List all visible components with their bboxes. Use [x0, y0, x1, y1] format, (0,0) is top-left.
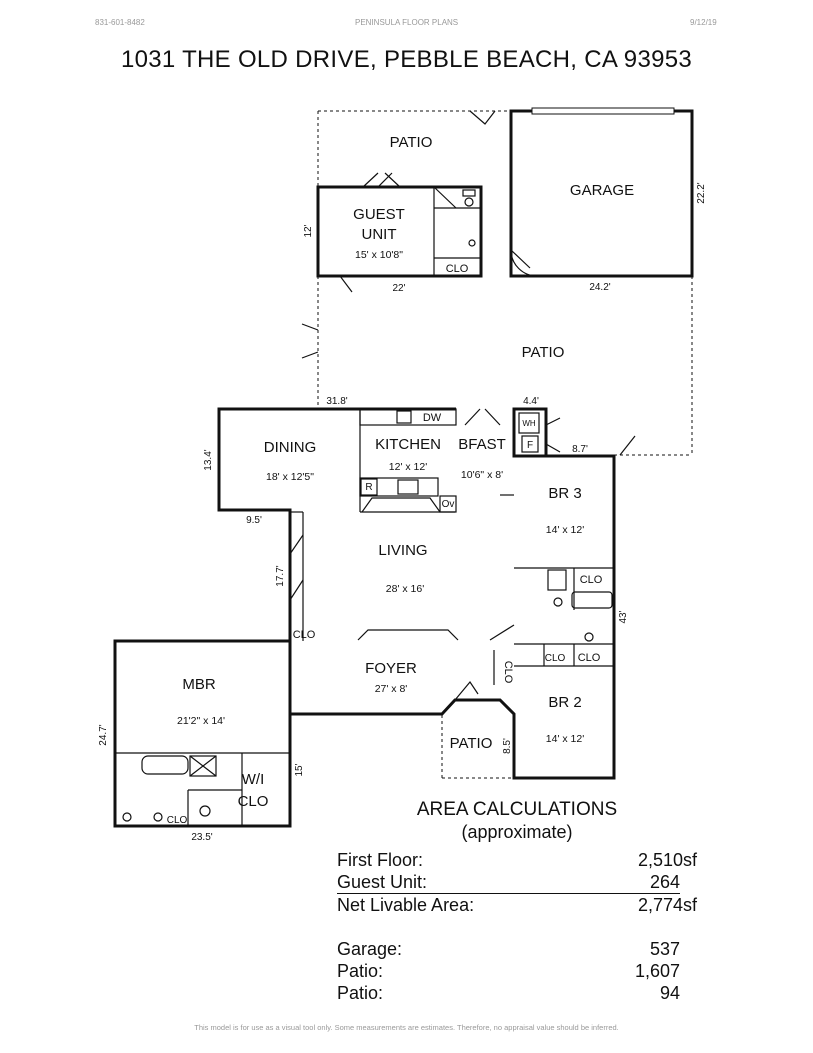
room-patio-small: PATIO: [450, 735, 493, 752]
area-value: 537: [649, 939, 680, 959]
measure-guest-height: 12': [303, 224, 314, 237]
furnace-label: F: [527, 440, 533, 451]
measure-mbr-side: 24.7': [98, 724, 109, 745]
disclaimer-footer: This model is for use as a visual tool o…: [194, 1023, 619, 1032]
measure-wi-side: 15': [294, 763, 305, 776]
measure-garage-height: 22.2': [696, 182, 707, 203]
area-label: Guest Unit:: [337, 872, 428, 892]
house-walls: [113, 323, 636, 828]
measure-dining-height: 13.4': [203, 449, 214, 470]
measure-br-side: 43': [618, 610, 629, 623]
area-label: Net Livable Area:: [337, 895, 475, 915]
measure-living-side: 17.7': [275, 565, 286, 586]
room-guest-line2: UNIT: [362, 226, 397, 243]
area-label: First Floor:: [337, 850, 424, 870]
room-garage: GARAGE: [570, 182, 634, 199]
area-row-garage: Garage: 537: [337, 938, 680, 960]
guest-closet-label: CLO: [446, 263, 469, 275]
area-title: AREA CALCULATIONS: [416, 799, 618, 820]
room-foyer: FOYER: [365, 660, 417, 677]
header-phone: 831-601-8482: [95, 18, 145, 27]
br3-closet-label: CLO: [580, 574, 603, 586]
garage-walls: [509, 107, 694, 278]
header-company: PENINSULA FLOOR PLANS: [355, 18, 459, 27]
room-br3: BR 3: [548, 485, 581, 502]
area-label: Garage:: [337, 939, 403, 959]
area-row-net-livable: Net Livable Area: 2,774sf: [337, 894, 697, 916]
room-living: LIVING: [378, 542, 427, 559]
measure-dining-offset: 9.5': [246, 515, 262, 526]
area-value: 2,774sf: [637, 895, 697, 915]
area-value: 1,607: [634, 961, 680, 981]
room-patio-mid: PATIO: [522, 344, 565, 361]
foyer-closet-label: CLO: [502, 661, 514, 684]
area-value: 264: [649, 872, 680, 892]
measure-patio-small-side: 8.5': [502, 738, 513, 754]
measure-br3-offset: 8.7': [572, 444, 588, 455]
room-wi: W/I: [242, 771, 265, 788]
room-dining: DINING: [264, 439, 317, 456]
br2-closet-label: CLO: [578, 652, 601, 664]
room-kitchen: KITCHEN: [375, 436, 441, 453]
area-calculations: AREA CALCULATIONS (approximate) First Fl…: [337, 799, 697, 1004]
measure-bfast-top: 4.4': [523, 396, 539, 407]
room-guest-size: 15' x 10'8": [355, 249, 403, 261]
room-br2: BR 2: [548, 694, 581, 711]
area-value: 2,510sf: [637, 850, 697, 870]
area-row-patio: Patio: 1,607: [337, 960, 680, 982]
area-value: 94: [659, 983, 680, 1003]
area-row-first-floor: First Floor: 2,510sf: [337, 849, 697, 871]
guest-unit-walls: [316, 110, 496, 293]
patio-outline: [317, 110, 693, 779]
room-br3-size: 14' x 12': [546, 524, 584, 536]
measure-garage-width: 24.2': [589, 282, 610, 293]
hall-closet-label: CLO: [545, 653, 566, 664]
area-subtitle: (approximate): [461, 822, 573, 842]
room-foyer-size: 27' x 8': [375, 683, 408, 695]
room-patio-top: PATIO: [390, 134, 433, 151]
measure-house-top: 31.8': [326, 396, 347, 407]
measure-guest-width: 22': [392, 283, 405, 294]
room-mbr-size: 21'2" x 14': [177, 715, 225, 727]
area-row-guest-unit: Guest Unit: 264: [337, 871, 680, 894]
living-closet-label: CLO: [293, 629, 316, 641]
room-br2-size: 14' x 12': [546, 733, 584, 745]
oven-label: Ov: [442, 499, 455, 510]
header-date: 9/12/19: [690, 18, 717, 27]
water-heater-label: WH: [522, 419, 536, 428]
area-label: Patio:: [337, 961, 384, 981]
room-dining-size: 18' x 12'5": [266, 471, 314, 483]
room-bfast: BFAST: [458, 436, 506, 453]
page-title: 1031 THE OLD DRIVE, PEBBLE BEACH, CA 939…: [120, 46, 693, 73]
refrigerator-label: R: [365, 482, 372, 493]
room-guest-line1: GUEST: [353, 206, 405, 223]
room-bfast-size: 10'6" x 8': [461, 469, 503, 481]
area-label: Patio:: [337, 983, 384, 1003]
area-row-patio-small: Patio: 94: [337, 982, 680, 1004]
room-mbr: MBR: [182, 676, 216, 693]
dishwasher-label: DW: [423, 412, 442, 424]
measure-mbr-width: 23.5': [191, 832, 212, 843]
room-kitchen-size: 12' x 12': [389, 461, 427, 473]
room-living-size: 28' x 16': [386, 583, 424, 595]
room-wi-clo: CLO: [238, 793, 269, 810]
mbr-closet-label: CLO: [167, 815, 188, 826]
